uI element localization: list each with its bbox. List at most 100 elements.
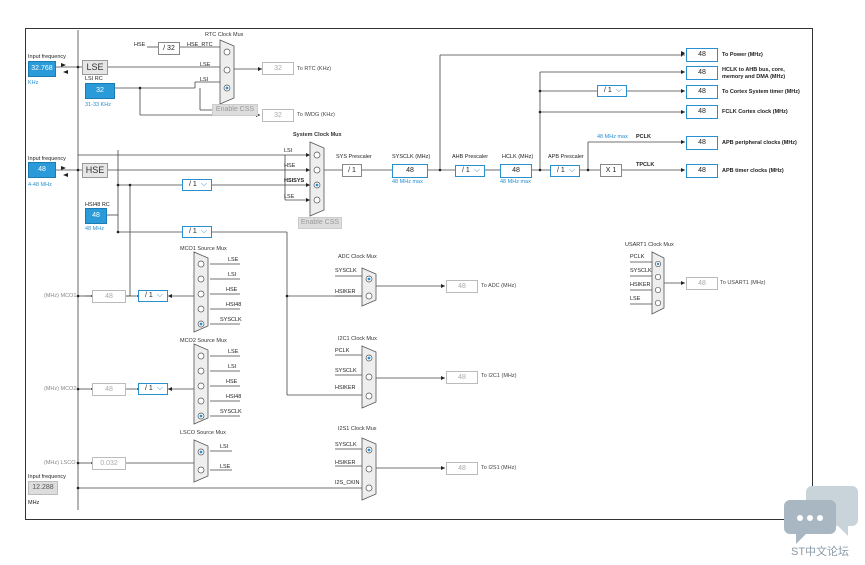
power-output-field[interactable]: 48 [686,48,718,62]
adc-output-label: To ADC (MHz) [481,283,517,289]
hsi48-divider-value: / 1 [189,228,197,235]
i2c1-input-hsiker: HSIKER [335,385,356,391]
rtc-mux[interactable] [219,39,235,105]
apb-peripheral-output-field[interactable]: 48 [686,136,718,150]
systick-output-field[interactable]: 48 [686,85,718,99]
mco2-input-lsi: LSI [228,364,237,370]
adc-mux-title: ADC Clock Mux [338,254,377,260]
power-output-label: To Power (MHz) [722,52,763,58]
i2c1-output-label: To I2C1 (MHz) [481,373,517,379]
usart1-input-hsiker: HSIKER [630,282,651,288]
i2c1-output-field: 48 [446,371,478,384]
adc-input-sysclk: SYSCLK [335,268,357,274]
mco2-divider-value: / 1 [145,385,153,392]
ahb-prescaler-value: / 1 [462,167,470,174]
i2c1-input-sysclk: SYSCLK [335,368,357,374]
i2s1-input-hsiker: HSIKER [335,460,356,466]
hclk-label: HCLK (MHz) [502,154,534,160]
lsco-source-mux[interactable] [193,439,209,483]
sysclk-max: 48 MHz max [392,179,423,185]
chevron-down-icon: ⌵ [156,290,163,299]
sysclk-field[interactable]: 48 [392,164,428,178]
pclk-label: PCLK [636,134,651,140]
lsi-range: 31-33 KHz [85,102,111,108]
usart1-input-sysclk: SYSCLK [630,268,652,274]
hsi48-rc-label: HSI48 RC [85,202,110,208]
usart1-output-label: To USART1 (MHz) [720,280,766,286]
hse-input-frequency-label: Input frequency [28,156,66,162]
i2s1-mux-title: I2S1 Clock Mux [338,426,377,432]
mco2-source-mux[interactable] [193,343,209,425]
ahb-prescaler-select[interactable]: / 1⌵ [455,165,485,177]
sys-prescaler-value[interactable]: / 1 [342,164,362,177]
lsco-output-label: (MHz) LSCO [44,460,76,466]
hclk-output-field[interactable]: 48 [686,66,718,80]
mco1-input-lse: LSE [228,257,239,263]
i2c1-clock-mux[interactable] [361,345,377,409]
apb-prescaler-label: APB Prescaler [548,154,584,160]
mco1-input-hse: HSE [226,287,238,293]
lse-input-frequency-field[interactable]: 32.768 [28,61,56,77]
i2s1-input-sysclk: SYSCLK [335,442,357,448]
mco2-output-field: 48 [92,383,126,396]
rtc-hse-divider: / 32 [158,42,180,55]
i2s-input-unit: MHz [28,500,40,506]
sys-enable-css-button[interactable]: Enable CSS [298,217,342,229]
apb-prescaler-value: / 1 [557,167,565,174]
rtc-output-field: 32 [262,62,294,75]
forum-chat-bubble-icon [784,486,858,544]
apb-peripheral-output-label: APB peripheral clocks (MHz) [722,140,797,146]
chevron-down-icon: ⌵ [615,85,622,94]
fclk-output-field[interactable]: 48 [686,105,718,119]
apb-timer-output-field[interactable]: 48 [686,164,718,178]
system-clock-mux[interactable] [309,141,325,217]
lse-source: LSE [82,60,108,75]
rtc-enable-css-button[interactable]: Enable CSS [212,104,258,116]
i2s1-clock-mux[interactable] [361,437,377,501]
mco2-input-hse: HSE [226,379,238,385]
i2s1-input-i2s-ckin: I2S_CKIN [335,480,360,486]
hsisys-divider-select[interactable]: / 1⌵ [182,179,212,191]
rtc-output-label: To RTC (KHz) [297,66,332,72]
mco2-mux-title: MCO2 Source Mux [180,338,227,344]
usart1-input-lse: LSE [630,296,641,302]
rtc-lse-label: LSE [200,62,211,68]
hclk-output-label: HCLK to AHB bus, core, memory and DMA (M… [722,67,786,80]
chevron-down-icon: ⌵ [200,179,207,188]
rtc-mux-title: RTC Clock Mux [205,32,244,38]
iwdg-output-label: To IWDG (KHz) [297,112,335,118]
watermark-text: ST中文论坛 [791,546,850,558]
sysmux-hsisys-label: HSISYS [284,178,305,184]
mco1-input-hsi48: HSI48 [226,302,242,308]
system-mux-title: System Clock Mux [293,132,342,138]
mco1-mux-title: MCO1 Source Mux [180,246,227,252]
hse-input-frequency-field[interactable]: 48 [28,162,56,178]
rtc-hse-label: HSE [134,42,146,48]
lsco-input-lse: LSE [220,464,231,470]
mco1-input-lsi: LSI [228,272,237,278]
timer-multiplier: X 1 [600,164,622,177]
sysmux-hse-label: HSE [284,163,296,169]
mco1-divider-select[interactable]: / 1⌵ [138,290,168,302]
hclk-field[interactable]: 48 [500,164,532,178]
chevron-down-icon: ⌵ [473,165,480,174]
mco2-input-hsi48: HSI48 [226,394,242,400]
hsi48-divider-select[interactable]: / 1⌵ [182,226,212,238]
apb-prescaler-select[interactable]: / 1⌵ [550,165,580,177]
usart1-input-pclk: PCLK [630,254,645,260]
i2s-input-frequency-field[interactable]: 12.288 [28,481,58,495]
adc-clock-mux[interactable] [361,267,377,307]
usart1-clock-mux[interactable] [651,251,665,315]
chevron-down-icon: ⌵ [200,226,207,235]
i2c1-input-pclk: PCLK [335,348,350,354]
cortex-timer-divider-select[interactable]: / 1⌵ [597,85,627,97]
usart1-output-field: 48 [686,277,718,290]
lsi-rc-label: LSI RC [85,76,103,82]
lsco-input-lsi: LSI [220,444,229,450]
apb-max: 48 MHz max [597,134,628,140]
rtc-lsi-label: LSI [200,77,209,83]
lse-input-frequency-label: Input frequency [28,54,66,60]
mco1-source-mux[interactable] [193,251,209,333]
lsco-mux-title: LSCO Source Mux [180,430,226,436]
mco2-divider-select[interactable]: / 1⌵ [138,383,168,395]
